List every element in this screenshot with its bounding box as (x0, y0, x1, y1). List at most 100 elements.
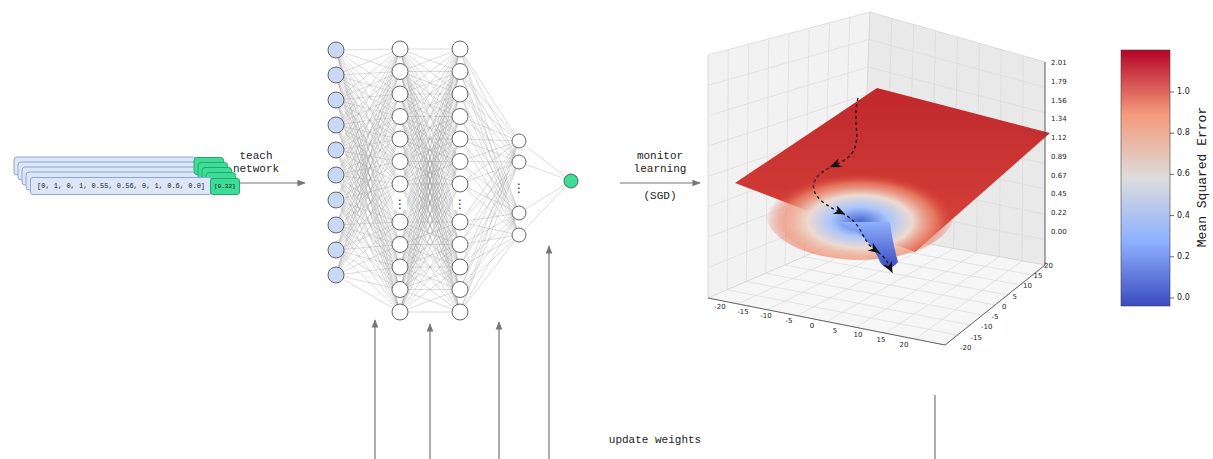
weight-line (336, 94, 400, 250)
colorbar-tick: 1.0 (1177, 87, 1190, 96)
x-tick: 5 (833, 327, 837, 335)
weight-line (336, 275, 400, 312)
neuron (452, 176, 468, 192)
x-tick: -10 (760, 312, 771, 320)
weight-line (460, 161, 519, 163)
neuron (452, 109, 468, 125)
weight-line (460, 139, 519, 235)
neuron (328, 42, 344, 58)
weight-line (460, 117, 519, 214)
flow-label: update weights (609, 434, 701, 447)
weight-line (400, 290, 460, 313)
data-stack (14, 157, 236, 190)
z-tick: 0.45 (1051, 190, 1067, 198)
neuron (392, 214, 408, 230)
weight-line (336, 184, 400, 225)
x-tick: -15 (737, 308, 748, 316)
weight-line (460, 117, 519, 236)
neuron (392, 41, 408, 57)
x-tick: 20 (900, 341, 909, 349)
weight-line (460, 222, 519, 235)
weight-line (400, 245, 460, 313)
weight-line (400, 49, 460, 267)
x-tick: 15 (877, 336, 886, 344)
weight-line (336, 245, 400, 276)
weight-line (460, 162, 519, 236)
y-tick: -10 (981, 323, 992, 331)
target-value: [0.32] (210, 178, 240, 195)
neuron (452, 259, 468, 275)
weight-line (336, 175, 400, 267)
weight-line (336, 100, 400, 267)
weight-line (400, 49, 460, 94)
weight-line (336, 150, 400, 312)
weight-line (460, 213, 519, 312)
weight-line (336, 125, 400, 184)
weight-line (400, 49, 460, 117)
colorbar-tick: 0.0 (1177, 293, 1190, 302)
neuron (392, 237, 408, 253)
neuron (512, 134, 526, 148)
neuron (328, 67, 344, 83)
flow-label: teach network (224, 150, 288, 175)
weight-line (336, 125, 400, 312)
y-tick: 15 (1034, 272, 1043, 280)
weight-line (336, 175, 400, 290)
weight-line (336, 75, 400, 290)
weight-line (519, 141, 571, 181)
weight-line (519, 181, 571, 235)
weight-line (336, 250, 400, 267)
weight-line (336, 162, 400, 251)
colorbar-tick: 0.6 (1177, 170, 1190, 179)
weight-line (336, 94, 400, 275)
z-tick: 0.89 (1051, 153, 1067, 161)
weight-line (460, 213, 519, 290)
weight-line (336, 175, 400, 184)
flow-arrows (234, 183, 700, 184)
weight-line (400, 117, 460, 313)
weight-line (336, 222, 400, 250)
weight-line (336, 225, 400, 290)
weight-line (460, 72, 519, 163)
weight-line (460, 235, 519, 312)
ellipsis: ⋮ (453, 198, 467, 210)
neuron (328, 117, 344, 133)
weight-line (460, 72, 519, 236)
z-tick: 1.56 (1051, 97, 1067, 105)
neuron (328, 167, 344, 183)
weight-line (460, 117, 519, 163)
neuron (452, 64, 468, 80)
weight-line (460, 49, 519, 213)
weight-line (400, 94, 460, 312)
weight-line (460, 141, 519, 290)
weight-line (336, 275, 400, 290)
weight-line (336, 49, 400, 100)
colorbar-title: Mean Squared Error (1196, 107, 1211, 247)
weight-line (460, 117, 519, 142)
neuron (328, 142, 344, 158)
weight-line (336, 139, 400, 275)
weight-line (400, 312, 460, 313)
weight-line (460, 94, 519, 235)
weight-line (336, 50, 400, 290)
y-tick: -15 (971, 334, 982, 342)
z-tick: 1.79 (1051, 78, 1067, 86)
weight-line (336, 94, 400, 175)
y-tick: 5 (1013, 292, 1017, 300)
x-tick: 0 (810, 322, 814, 330)
neuron (392, 259, 408, 275)
weight-line (460, 162, 519, 290)
weight-line (400, 139, 460, 312)
flow-label: (SGD) (643, 190, 676, 203)
weight-line (460, 49, 519, 162)
weight-line (336, 72, 400, 201)
weight-line (460, 139, 519, 213)
weight-line (400, 49, 460, 312)
weight-line (336, 117, 400, 201)
weight-line (460, 162, 519, 312)
weight-line (400, 184, 460, 312)
neuron (392, 176, 408, 192)
weight-line (336, 72, 400, 276)
neuron (328, 217, 344, 233)
